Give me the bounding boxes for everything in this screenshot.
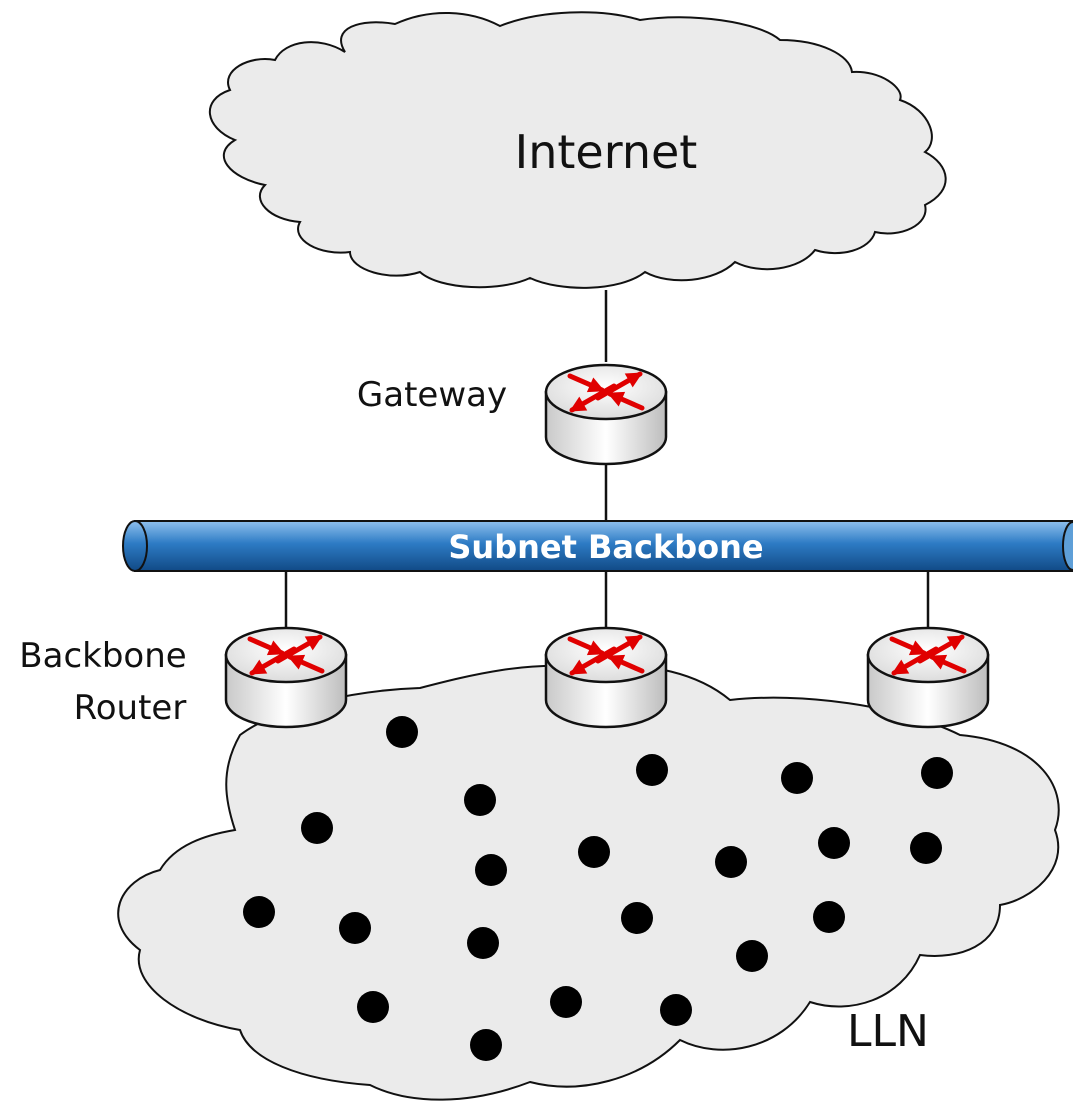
sensor-node-icon: [386, 716, 418, 748]
backbone-router-label-line2: Router: [74, 688, 187, 728]
internet-label: Internet: [515, 125, 698, 179]
gateway-router: [544, 363, 668, 466]
router-icon: [224, 626, 348, 729]
subnet-backbone-label: Subnet Backbone: [448, 528, 763, 566]
sensor-node-icon: [781, 762, 813, 794]
gateway-label: Gateway: [357, 375, 507, 415]
sensor-node-icon: [301, 812, 333, 844]
sensor-node-icon: [636, 754, 668, 786]
sensor-node-icon: [357, 991, 389, 1023]
sensor-node-icon: [818, 827, 850, 859]
backbone-router-label-line1: Backbone: [19, 636, 186, 676]
backbone-router-3: [866, 626, 990, 729]
sensor-node-icon: [736, 940, 768, 972]
subnet-backbone: Subnet Backbone: [122, 520, 1073, 572]
sensor-node-icon: [921, 757, 953, 789]
sensor-node-icon: [475, 854, 507, 886]
router-icon: [866, 626, 990, 729]
sensor-node-icon: [578, 836, 610, 868]
sensor-node-icon: [660, 994, 692, 1026]
lln-cloud: [117, 664, 1060, 1101]
sensor-node-icon: [467, 927, 499, 959]
lln-label: LLN: [847, 1006, 929, 1057]
sensor-node-icon: [550, 986, 582, 1018]
backbone-router-1: [224, 626, 348, 729]
sensor-node-icon: [910, 832, 942, 864]
backbone-router-2: [544, 626, 668, 729]
router-icon: [544, 626, 668, 729]
sensor-node-icon: [464, 784, 496, 816]
internet-cloud: [209, 11, 947, 289]
sensor-node-icon: [621, 902, 653, 934]
router-icon: [544, 363, 668, 466]
sensor-node-icon: [813, 901, 845, 933]
sensor-node-icon: [243, 896, 275, 928]
sensor-node-icon: [470, 1029, 502, 1061]
lln-nodes: [243, 716, 953, 1061]
sensor-node-icon: [715, 846, 747, 878]
sensor-node-icon: [339, 912, 371, 944]
